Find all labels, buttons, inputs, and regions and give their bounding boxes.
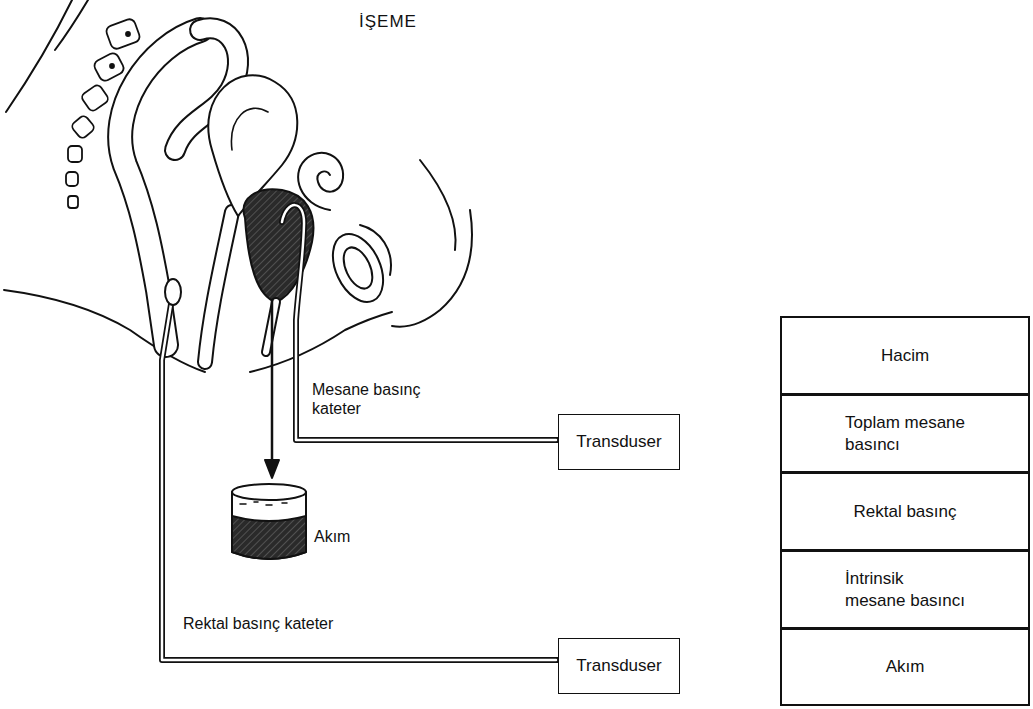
channel-box: Rektal basınç bbox=[780, 472, 1030, 551]
diagram-title: İŞEME bbox=[359, 12, 417, 32]
box-text: Toplam mesane basıncı bbox=[845, 412, 965, 455]
channel-box: Toplam mesane basıncı bbox=[780, 394, 1030, 473]
channel-box: Hacim bbox=[780, 316, 1030, 395]
box-text: Transduser bbox=[576, 431, 661, 452]
box-text: Transduser bbox=[576, 655, 661, 676]
channel-box: İntrinsik mesane basıncı bbox=[780, 550, 1030, 629]
catheter-label: Mesane basınç kateter bbox=[312, 380, 440, 418]
transducer-box: Transduser bbox=[558, 638, 680, 694]
box-text: Rektal basınç bbox=[854, 501, 957, 522]
transducer-box: Transduser bbox=[558, 414, 680, 470]
flow-label: Akım bbox=[314, 527, 350, 546]
box-text: Hacim bbox=[881, 345, 929, 366]
box-text: İntrinsik mesane basıncı bbox=[845, 568, 965, 611]
catheter-label: Rektal basınç kateter bbox=[183, 614, 333, 633]
channel-box: Akım bbox=[780, 628, 1030, 706]
box-text: Akım bbox=[886, 656, 925, 677]
